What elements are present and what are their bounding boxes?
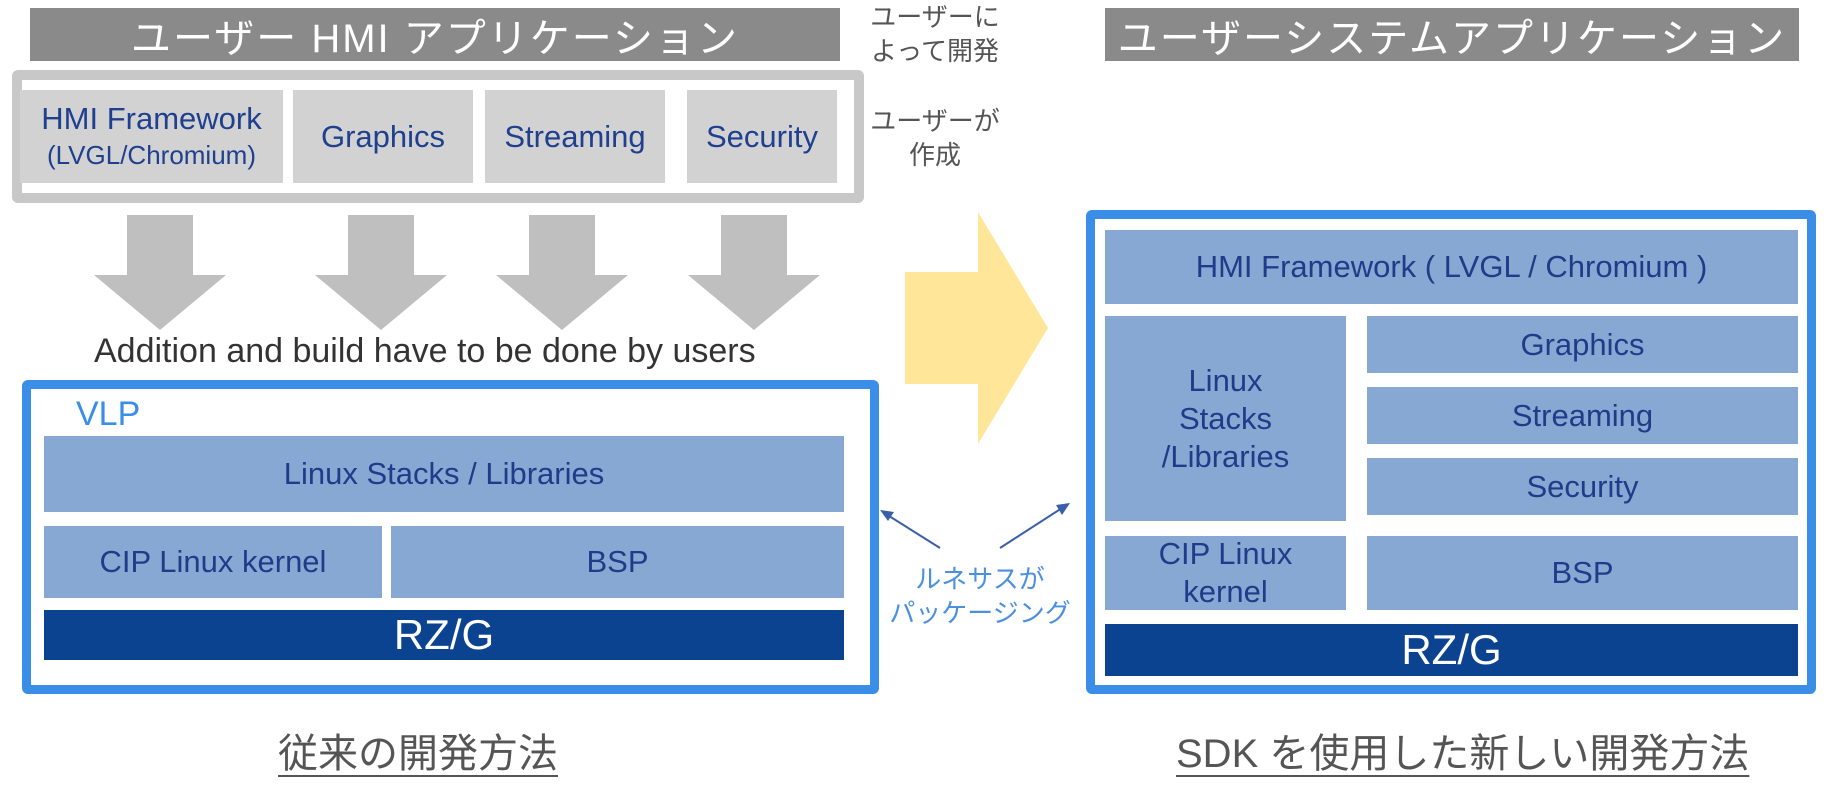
user-developed-note-line1: ユーザーに <box>870 2 1000 32</box>
sdk-linux-stacks-box: Linux Stacks /Libraries <box>1105 316 1346 521</box>
streaming-box: Streaming <box>485 90 665 183</box>
down-arrow-icon <box>94 215 226 330</box>
hmi-framework-label: HMI Framework <box>41 100 262 136</box>
packaging-note: ルネサスが パッケージング <box>875 562 1085 630</box>
packaging-note-line2: パッケージング <box>889 598 1071 628</box>
down-arrow-icon <box>315 215 447 330</box>
user-created-note-line2: 作成 <box>908 140 961 170</box>
sdk-linux-stacks-line3: /Libraries <box>1161 438 1290 474</box>
sdk-hmi-framework-box: HMI Framework ( LVGL / Chromium ) <box>1105 230 1798 304</box>
graphics-box: Graphics <box>293 90 473 183</box>
user-created-note: ユーザーが 作成 <box>860 104 1010 172</box>
sdk-cip-kernel-line2: kernel <box>1183 574 1268 609</box>
sdk-cip-kernel-box: CIP Linux kernel <box>1105 536 1346 610</box>
vlp-label: VLP <box>76 395 141 433</box>
packaging-note-line1: ルネサスが <box>915 564 1045 594</box>
sdk-security-box: Security <box>1367 458 1798 515</box>
right-caption: SDK を使用した新しい開発方法 <box>1176 732 1750 776</box>
sdk-bsp-box: BSP <box>1367 536 1798 610</box>
right-app-title: ユーザーシステムアプリケーション <box>1105 8 1799 61</box>
transition-arrow-icon <box>905 212 1048 444</box>
down-arrow-icon <box>496 215 628 330</box>
build-note: Addition and build have to be done by us… <box>94 332 756 370</box>
rzg-box: RZ/G <box>44 610 844 660</box>
user-developed-note: ユーザーに よって開発 <box>860 0 1010 68</box>
user-developed-note-line2: よって開発 <box>871 36 999 66</box>
hmi-framework-box: HMI Framework (LVGL/Chromium) <box>20 90 283 183</box>
security-box: Security <box>687 90 837 183</box>
down-arrow-icon <box>688 215 820 330</box>
sdk-rzg-box: RZ/G <box>1105 624 1798 676</box>
sdk-graphics-box: Graphics <box>1367 316 1798 373</box>
arrow-right-icon <box>999 507 1063 549</box>
linux-stacks-box: Linux Stacks / Libraries <box>44 436 844 512</box>
arrowhead-right-icon <box>1056 503 1070 515</box>
sdk-cip-kernel-line1: CIP Linux <box>1158 536 1293 571</box>
grey-down-arrows <box>94 215 820 330</box>
hmi-framework-sublabel: (LVGL/Chromium) <box>46 139 256 170</box>
arrowhead-left-icon <box>880 510 894 521</box>
user-created-note-line1: ユーザーが <box>870 106 1000 136</box>
left-app-title: ユーザー HMI アプリケーション <box>30 8 840 61</box>
cip-kernel-box: CIP Linux kernel <box>44 526 382 598</box>
packaging-arrows <box>880 503 1070 549</box>
sdk-linux-stacks-line2: Stacks <box>1178 400 1273 436</box>
bsp-box: BSP <box>391 526 844 598</box>
user-components-frame <box>12 70 864 203</box>
left-caption: 従来の開発方法 <box>278 732 558 776</box>
sdk-linux-stacks-line1: Linux <box>1188 362 1263 398</box>
arrow-left-icon <box>885 513 941 549</box>
sdk-streaming-box: Streaming <box>1367 387 1798 444</box>
